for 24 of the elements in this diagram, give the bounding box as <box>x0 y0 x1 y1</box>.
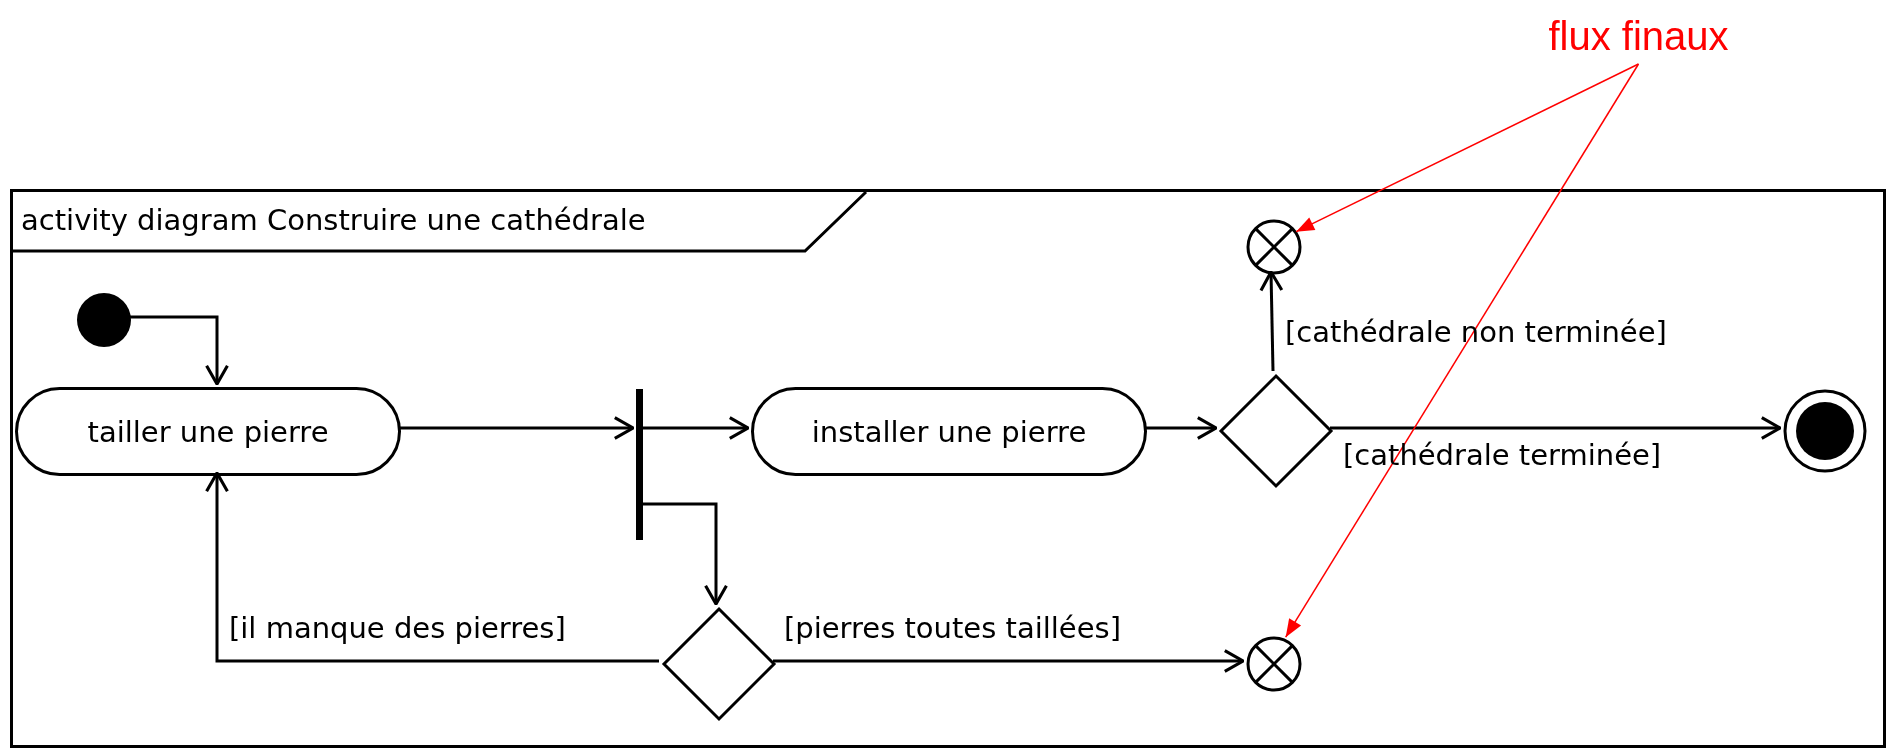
decision-diamond <box>662 607 776 721</box>
fork-bar <box>636 389 643 540</box>
arrow <box>773 649 1245 673</box>
arrow <box>1330 416 1782 440</box>
leader-line <box>1295 63 1640 233</box>
arrow <box>1144 416 1218 440</box>
guard-label: [il manque des pierres] <box>229 614 566 643</box>
arrow <box>640 416 750 440</box>
action-box: installer une pierre <box>751 387 1147 476</box>
arrow <box>1259 270 1284 372</box>
flow-final-node <box>1246 636 1302 692</box>
initial-node <box>77 293 131 347</box>
guard-label: [pierres toutes taillées] <box>784 614 1121 643</box>
annotation-text: flux finaux <box>1526 8 1751 64</box>
leader-line <box>1284 63 1640 638</box>
final-node <box>1783 389 1867 473</box>
arrow <box>640 502 728 606</box>
arrow <box>128 315 229 386</box>
frame-title: activity diagram Construire une cathédrale <box>13 192 866 251</box>
action-box: tailler une pierre <box>15 387 401 476</box>
flow-final-node <box>1246 219 1302 275</box>
decision-diamond <box>1219 374 1333 488</box>
arrow <box>205 471 659 663</box>
arrow <box>398 416 635 440</box>
